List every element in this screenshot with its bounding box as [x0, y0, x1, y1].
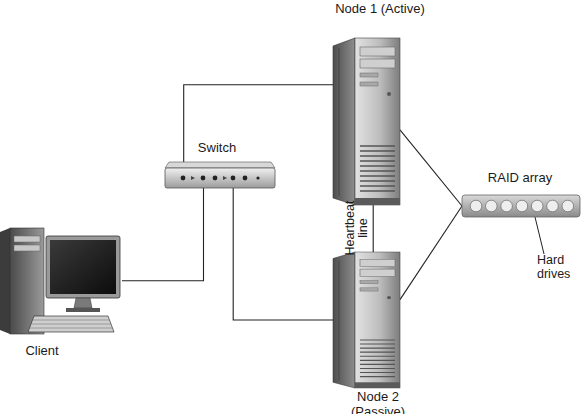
callout-label: Hard drives [537, 253, 579, 281]
connector-line [373, 205, 374, 252]
node-label: Switch [177, 140, 257, 155]
connector-line [233, 188, 333, 320]
node-label: Node 1 (Active) [335, 1, 425, 16]
server-node: Node 1 (Active) [333, 38, 400, 205]
switch-illustration [165, 162, 275, 188]
connector-line [400, 130, 462, 206]
node-label: Client [0, 343, 84, 358]
server-tower-illustration [333, 252, 400, 388]
leader-line [535, 217, 544, 254]
raid-array-illustration [462, 195, 580, 217]
connector-line [400, 206, 462, 300]
connector-line [122, 188, 204, 281]
server-tower-illustration [333, 38, 400, 205]
network-switch: Switch [165, 162, 275, 188]
node-label: RAID array [470, 170, 570, 185]
client-computer-illustration [0, 228, 122, 338]
server-node: Node 2 (Passive) [333, 252, 400, 388]
node-label: Node 2 (Passive) [333, 389, 423, 414]
raid-array: RAID array [462, 195, 580, 217]
client-computer: Client [0, 228, 122, 338]
edge-label: Heartbeat line [344, 196, 370, 260]
